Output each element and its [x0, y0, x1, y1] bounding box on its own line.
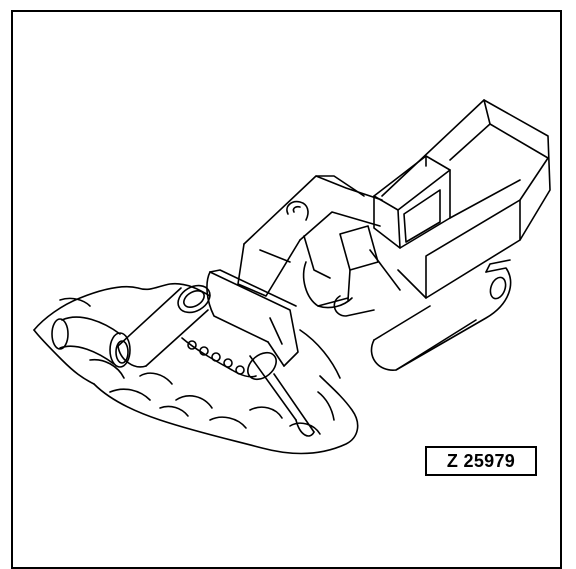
excavator-tracks — [333, 259, 512, 371]
excavator-boom — [237, 175, 401, 309]
trench-ground — [33, 282, 359, 455]
excavator-body — [381, 99, 551, 299]
excavator-bucket — [206, 269, 299, 367]
lifting-chain — [181, 337, 257, 378]
excavator-cab — [373, 155, 451, 249]
pipe-left — [51, 316, 131, 368]
figure-reference-label: Z 25979 — [425, 446, 537, 476]
pipe-hanging — [117, 284, 211, 368]
